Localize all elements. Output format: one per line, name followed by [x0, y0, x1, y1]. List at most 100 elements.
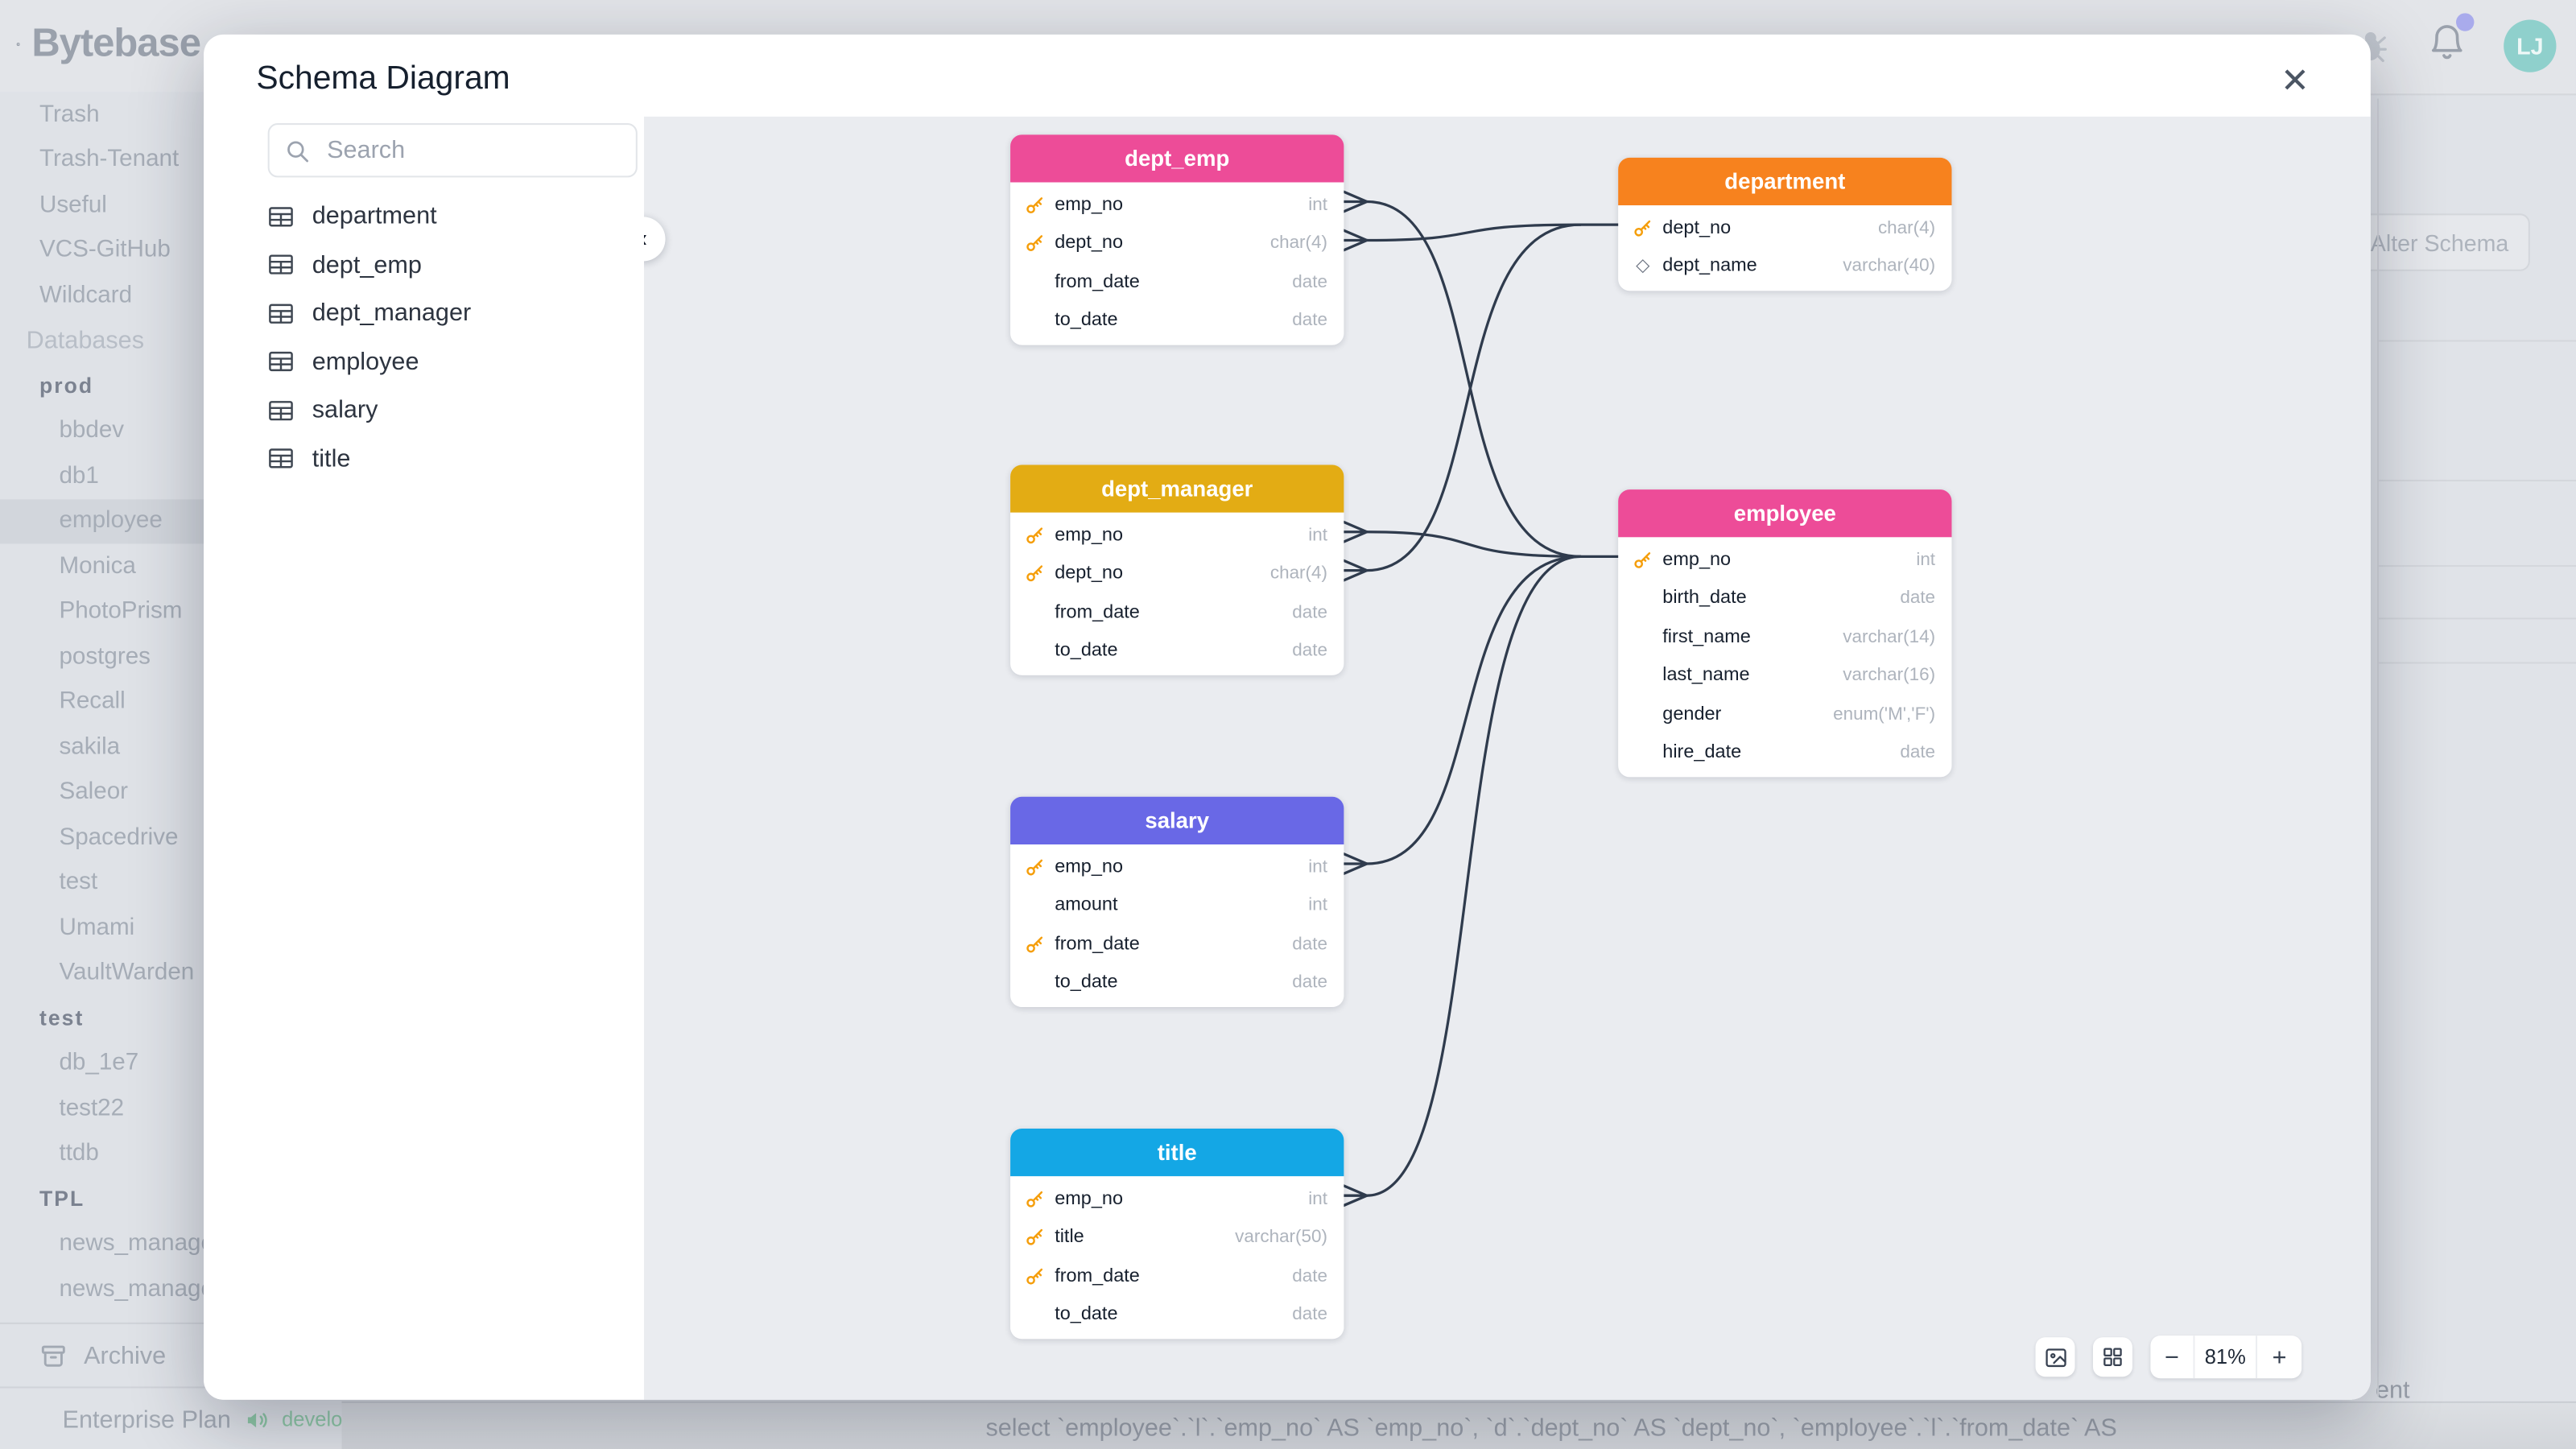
sidebar-item-sakila[interactable]: sakila [59, 733, 121, 761]
sidebar-item-ttdb[interactable]: ttdb [59, 1140, 99, 1167]
search-field[interactable] [267, 123, 638, 178]
sidebar-item-db-1e7[interactable]: db_1e7 [59, 1050, 139, 1077]
column-type: date [1900, 742, 1936, 763]
column-type: char(4) [1877, 217, 1936, 238]
sidebar-item-databases: Databases [26, 326, 145, 355]
archive-icon [41, 1344, 65, 1366]
column-type: char(4) [1269, 564, 1327, 584]
table-list-item-salary[interactable]: salary [268, 386, 644, 435]
primary-key-icon [1026, 1268, 1043, 1285]
alter-schema-button[interactable]: Alter Schema [2349, 213, 2530, 271]
modal-header: Schema Diagram ✕ [204, 35, 2371, 117]
sidebar-item-test22[interactable]: test22 [59, 1095, 125, 1122]
close-icon[interactable]: ✕ [2276, 63, 2315, 102]
column-name: from_date [1055, 602, 1140, 622]
column-type: int [1308, 195, 1327, 215]
export-image-button[interactable] [2035, 1337, 2075, 1377]
sidebar-item-vaultwarden[interactable]: VaultWarden [59, 960, 195, 986]
column-name: emp_no [1055, 525, 1124, 546]
column-type: date [1292, 1304, 1327, 1325]
column-name: to_date [1055, 1304, 1118, 1325]
sidebar-item-test[interactable]: test [39, 1005, 85, 1031]
table-list-item-dept_manager[interactable]: dept_manager [268, 289, 644, 337]
sidebar-item-trash[interactable]: Trash [39, 101, 100, 128]
sidebar-item-wildcard[interactable]: Wildcard [39, 282, 133, 309]
search-input[interactable] [324, 134, 593, 167]
column-name: from_date [1055, 934, 1140, 955]
sidebar-item-saleor[interactable]: Saleor [59, 778, 129, 806]
brand-logo[interactable]: Bytebase [16, 16, 200, 72]
table-list-label: employee [312, 348, 419, 376]
zoom-out-button[interactable]: − [2150, 1335, 2195, 1379]
sidebar-item-db1[interactable]: db1 [59, 462, 99, 489]
column-name: from_date [1055, 272, 1140, 292]
notifications[interactable] [2426, 13, 2475, 71]
column-row: from_date date [1010, 593, 1344, 632]
table-header: salary [1010, 796, 1344, 844]
table-list-item-dept_emp[interactable]: dept_emp [268, 241, 644, 289]
sidebar-item-photoprism[interactable]: PhotoPrism [59, 598, 183, 625]
column-type: int [1916, 550, 1936, 570]
column-row: to_date date [1010, 1295, 1344, 1334]
sidebar-item-recall[interactable]: Recall [59, 688, 126, 716]
sidebar-item-postgres[interactable]: postgres [59, 643, 151, 671]
column-type: int [1308, 525, 1327, 546]
sidebar-item-spacedrive[interactable]: Spacedrive [59, 824, 179, 851]
column-name: hire_date [1662, 742, 1742, 763]
sidebar-item-tpl[interactable]: TPL [39, 1186, 85, 1212]
sidebar-item-prod[interactable]: prod [39, 373, 94, 398]
notification-dot [2455, 13, 2475, 31]
sidebar-item-test[interactable]: test [59, 869, 98, 896]
table-header: dept_manager [1010, 464, 1344, 513]
sql-status-bar: select `employee`.`l`.`emp_no` AS `emp_n… [341, 1401, 2576, 1449]
background-divider [2377, 479, 2576, 481]
table-icon [269, 254, 293, 275]
sidebar-item-bbdev[interactable]: bbdev [59, 417, 125, 444]
background-divider [2377, 98, 2380, 1397]
column-row: hire_date date [1618, 733, 1951, 772]
table-list-item-employee[interactable]: employee [268, 337, 644, 386]
table-icon [269, 206, 293, 226]
sidebar-item-vcs-github[interactable]: VCS-GitHub [39, 237, 171, 264]
schema-diagram-modal: Schema Diagram ✕ departmentdept_empdept_… [204, 34, 2371, 1400]
sidebar-item-trash-tenant[interactable]: Trash-Tenant [39, 147, 180, 173]
user-avatar[interactable]: LJ [2504, 19, 2557, 72]
search-icon [287, 140, 308, 162]
sidebar-item-useful[interactable]: Useful [39, 192, 107, 218]
table-icon [269, 303, 293, 324]
image-icon [2045, 1348, 2066, 1367]
column-type: date [1292, 602, 1327, 622]
sidebar-item-monica[interactable]: Monica [59, 553, 136, 580]
primary-key-icon [1634, 551, 1651, 568]
primary-key-icon [1634, 220, 1651, 237]
modal-title: Schema Diagram [256, 60, 510, 97]
background-divider [2377, 662, 2576, 664]
table-list-item-title[interactable]: title [268, 435, 644, 483]
auto-layout-button[interactable] [2092, 1337, 2132, 1377]
zoom-in-button[interactable]: + [2257, 1335, 2301, 1378]
bytebase-logo-icon [16, 43, 20, 47]
brand-name: Bytebase [31, 21, 200, 66]
column-type: varchar(50) [1235, 1227, 1327, 1248]
table-list-item-department[interactable]: department [268, 192, 644, 241]
zoom-control: − 81% + [2150, 1335, 2302, 1379]
sidebar-item-umami[interactable]: Umami [59, 914, 135, 941]
